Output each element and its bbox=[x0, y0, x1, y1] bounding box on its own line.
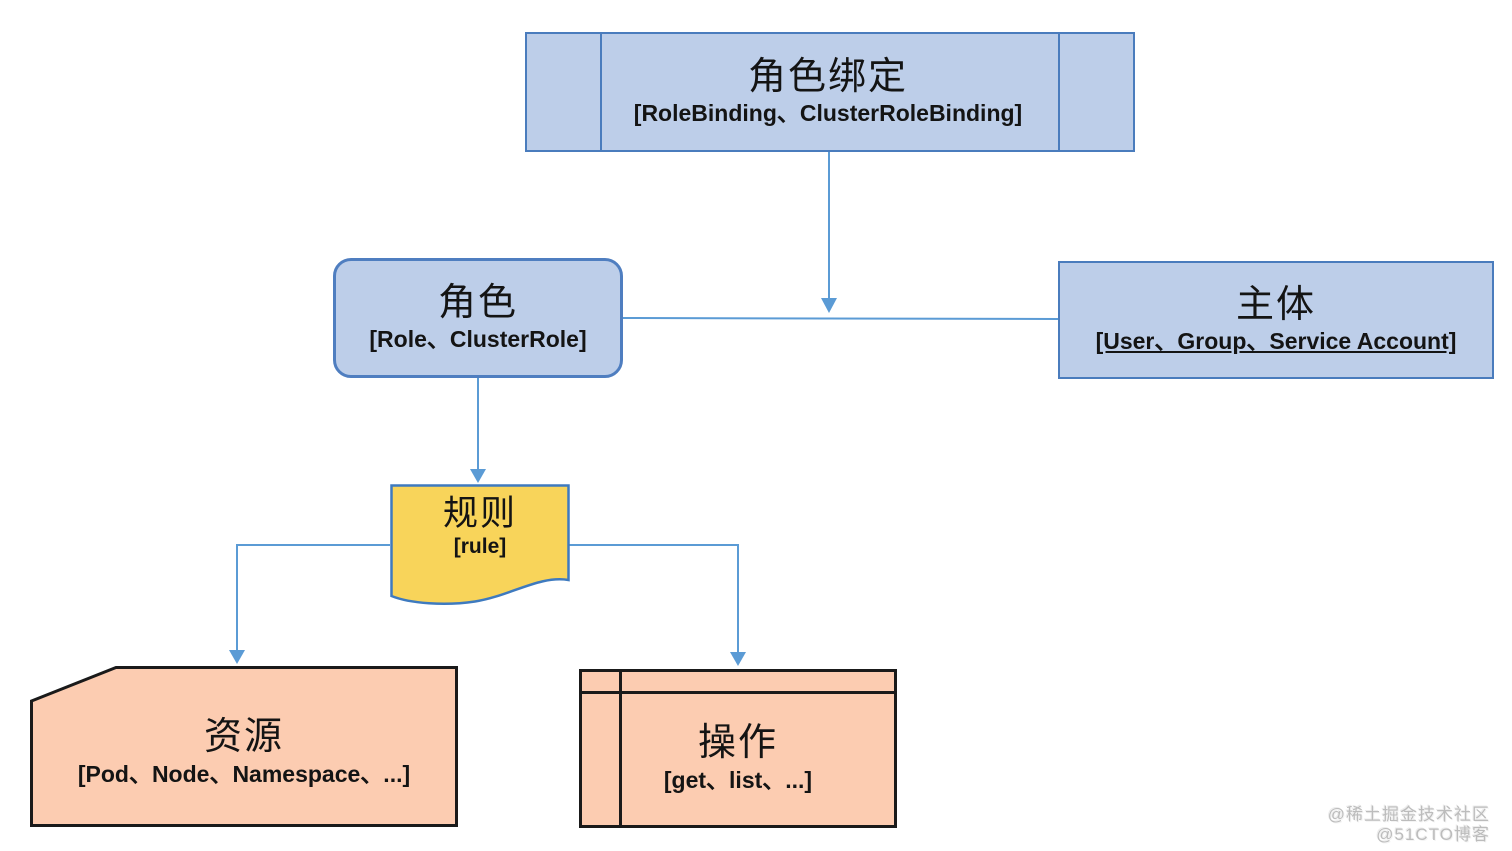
role-binding-node: 角色绑定 [RoleBinding、ClusterRoleBinding] bbox=[525, 32, 1135, 152]
connector-role-subject bbox=[622, 317, 1059, 320]
chamfered-card-shape bbox=[30, 666, 458, 827]
watermark-line2: @51CTO博客 bbox=[1376, 825, 1490, 844]
role-binding-right-divider bbox=[1058, 34, 1060, 150]
arrowhead-rule bbox=[470, 469, 486, 483]
subject-subtitle: [User、Group、Service Account] bbox=[1095, 328, 1457, 355]
role-subtitle: [Role、ClusterRole] bbox=[369, 326, 587, 353]
operation-node: 操作 [get、list、...] bbox=[579, 669, 897, 828]
role-binding-title: 角色绑定 bbox=[747, 55, 908, 98]
operation-subtitle: [get、list、...] bbox=[663, 766, 813, 793]
arrowhead-rolebinding bbox=[821, 298, 837, 313]
resource-subtitle: [Pod、Node、Namespace、...] bbox=[77, 760, 411, 787]
operation-header-line bbox=[582, 691, 894, 694]
watermark-line1: @稀土掘金技术社区 bbox=[1327, 805, 1490, 824]
rule-title: 规则 bbox=[442, 494, 517, 533]
role-title: 角色 bbox=[437, 281, 518, 324]
connector-rule-resource bbox=[236, 544, 390, 652]
role-binding-subtitle: [RoleBinding、ClusterRoleBinding] bbox=[633, 100, 1023, 127]
arrowhead-operation bbox=[730, 652, 746, 666]
role-node: 角色 [Role、ClusterRole] bbox=[333, 258, 623, 378]
arrowhead-resource bbox=[229, 650, 245, 664]
subject-node: 主体 [User、Group、Service Account] bbox=[1058, 261, 1494, 379]
rule-node: 规则 [rule] bbox=[390, 484, 570, 610]
resource-title: 资源 bbox=[203, 716, 284, 759]
rule-subtitle: [rule] bbox=[453, 535, 507, 559]
connector-rule-operation bbox=[569, 544, 739, 654]
role-binding-left-divider bbox=[600, 34, 602, 150]
operation-side-line bbox=[619, 672, 622, 825]
operation-title: 操作 bbox=[697, 722, 778, 765]
watermark: @稀土掘金技术社区 @51CTO博客 bbox=[1328, 805, 1490, 845]
document-shape bbox=[390, 484, 570, 605]
subject-title: 主体 bbox=[1235, 283, 1316, 326]
resource-node: 资源 [Pod、Node、Namespace、...] bbox=[30, 666, 458, 827]
